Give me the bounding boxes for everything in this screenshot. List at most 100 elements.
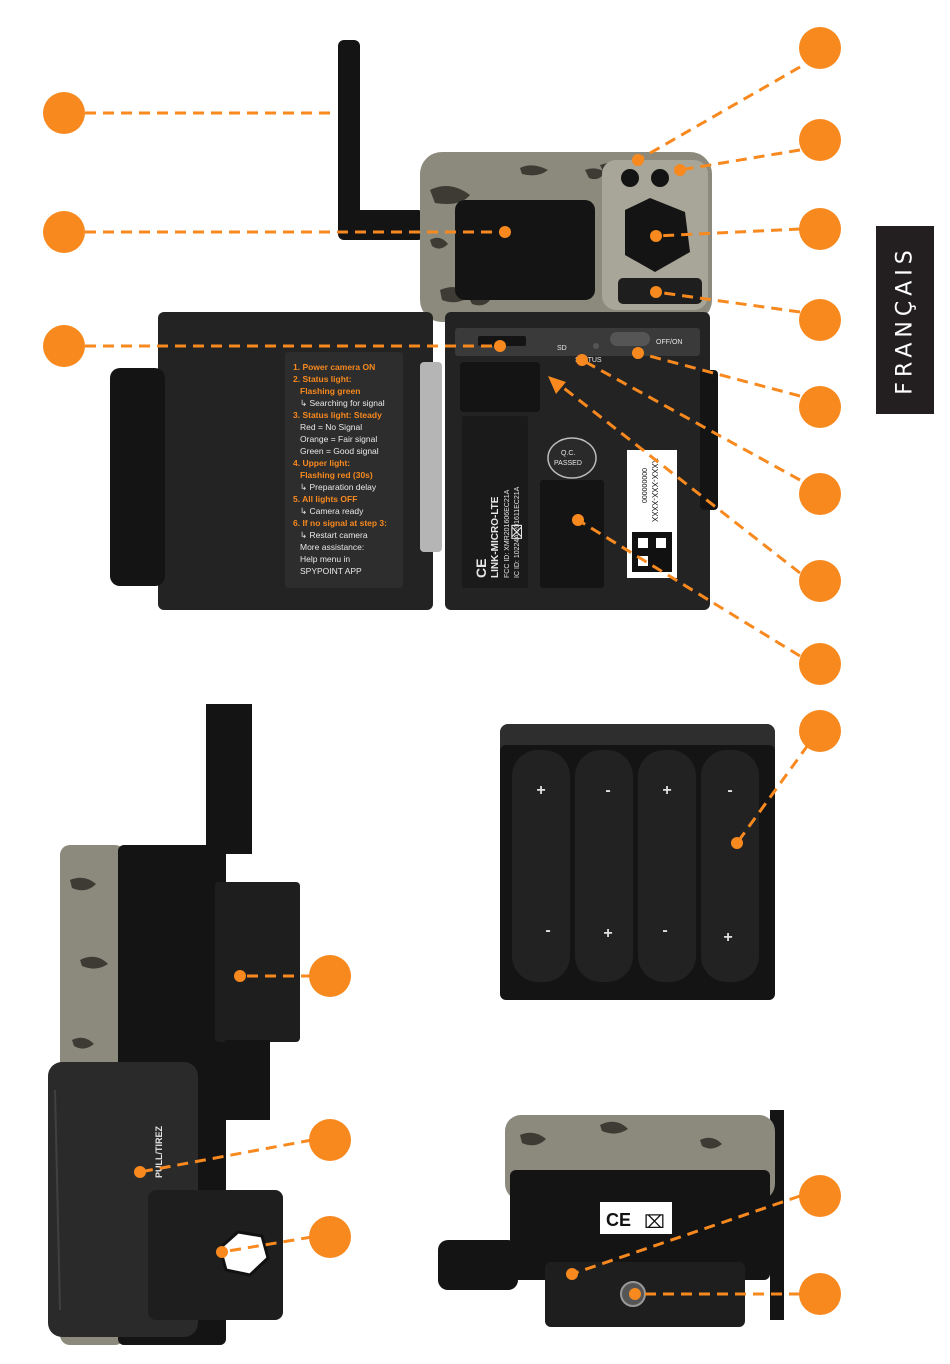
battery-tray: + - + - - + - + [500,724,775,1000]
instructions-line: 2. Status light: [293,374,352,384]
weee-mark: ⌧ [509,524,525,540]
instructions-lines: 1. Power camera ON 2. Status light: Flashi… [293,362,387,576]
language-tab: FRANÇAIS [876,226,934,414]
instructions-line: 6. If no signal at step 3: [293,518,387,528]
polarity-4-bottom: + [723,929,732,946]
instructions-card [285,352,403,588]
leader-motion-sensor [655,290,801,314]
instructions-line: 4. Upper light: [293,458,350,468]
instructions-line: Flashing green [300,386,360,396]
status-label: STATUS [575,357,602,364]
polarity-1-top: + [536,782,545,799]
qc-line1: Q.C. [561,450,575,457]
battery-door-ribs [54,1089,61,1311]
model-name: LINK-MICRO-LTE [490,496,501,578]
instructions-line: Green = Good signal [300,446,379,456]
upper-led-left [621,169,639,187]
battery-cell-4 [701,750,759,982]
status-led [593,343,599,349]
ic-id: IC ID: 10224A-201611EC21A [514,486,521,578]
serial-line1: XXXX-XXX-XXXX [650,458,659,523]
instructions-line: 5. All lights OFF [293,494,357,504]
pull-label: PULL/TIREZ [154,1126,164,1178]
instructions-line: ↳ Camera ready [300,506,364,516]
callout-flash [799,119,841,161]
callout-sd-slot [43,325,85,367]
instructions-line: Orange = Fair signal [300,434,377,444]
front-view: 1. Power camera ON 2. Status light: Flashi… [110,40,718,610]
cable-slot [540,480,604,588]
polarity-4-top: - [727,782,732,799]
polarity-2-bottom: + [603,925,612,942]
strap-latch [110,368,165,586]
serial-line2: 000000000 [640,468,647,503]
callout-tripod-mount [799,1273,841,1315]
bottom-strap [438,1240,518,1290]
bottom-ce-label [600,1202,672,1234]
leader-battery-tray [735,744,810,844]
leader-lock-hole [221,1235,313,1254]
qc-line2: PASSED [554,460,582,467]
callout-power-switch [799,386,841,428]
leader-status-led [581,358,801,482]
hinge [420,362,442,552]
instructions-line: 3. Status light: Steady [293,410,382,420]
instructions-line: ↳ Searching for signal [300,398,385,408]
battery-cell-2 [575,750,633,982]
callout-lens-window [43,211,85,253]
camera-head [420,152,712,322]
instructions-line: ↳ Restart camera [300,530,368,540]
battery-cell-1 [512,750,570,982]
antenna [338,40,424,240]
instructions-line: 1. Power camera ON [293,362,375,372]
instructions-line: Red = No Signal [300,422,362,432]
bottom-ce-mark: CE [606,1210,631,1230]
instructions-line: Flashing red (30s) [300,470,373,480]
leader-bottom-strap [571,1194,801,1276]
leader-battery-slot [555,380,801,575]
leader-camera-lens [655,227,801,238]
fcc-id: FCC ID: XMR201606EC21A [504,489,511,578]
power-switch[interactable] [610,332,650,346]
side-view: PULL/TIREZ [48,704,300,1345]
leader-power-switch [637,351,801,398]
instructions-line: More assistance: [300,542,364,552]
qc-sticker [547,437,597,479]
callout-battery-tray [799,710,841,752]
callout-motion-sensor [799,299,841,341]
polarity-3-top: + [662,782,671,799]
lock-hole [218,1230,270,1277]
callouts [43,27,841,1315]
callout-antenna [43,92,85,134]
leader-flash [679,148,801,172]
callout-battery-slot [799,560,841,602]
instructions-line: ↳ Preparation delay [300,482,377,492]
callout-upper-led [799,27,841,69]
leader-cable-slot [577,518,801,658]
ce-mark: CE [473,559,489,578]
bottom-view: CE ⌧ [438,1110,784,1327]
side-antenna [206,704,252,854]
callout-mount [309,955,351,997]
polarity-1-bottom: - [545,922,550,939]
off-on-label: OFF/ON [656,339,682,346]
device-label: LINK-MICRO-LTE FCC ID: XMR201606EC21A IC… [462,416,528,588]
sd-label: SD [557,345,567,352]
battery-compartment-slot [460,362,540,412]
callout-status-led [799,473,841,515]
callout-battery-door [309,1119,351,1161]
leader-upper-led [637,65,801,162]
front-lens-window [455,200,595,300]
callout-camera-lens [799,208,841,250]
callout-cable-slot [799,643,841,685]
bottom-weee-mark: ⌧ [644,1212,665,1233]
instructions-line: Help menu in [300,554,350,564]
camera-body-open: 1. Power camera ON 2. Status light: Flashi… [110,312,718,610]
polarity-3-bottom: - [662,922,667,939]
callout-lock-hole [309,1216,351,1258]
upper-led-right [651,169,669,187]
side-mount [215,882,300,1042]
leader-battery-door [139,1138,313,1174]
